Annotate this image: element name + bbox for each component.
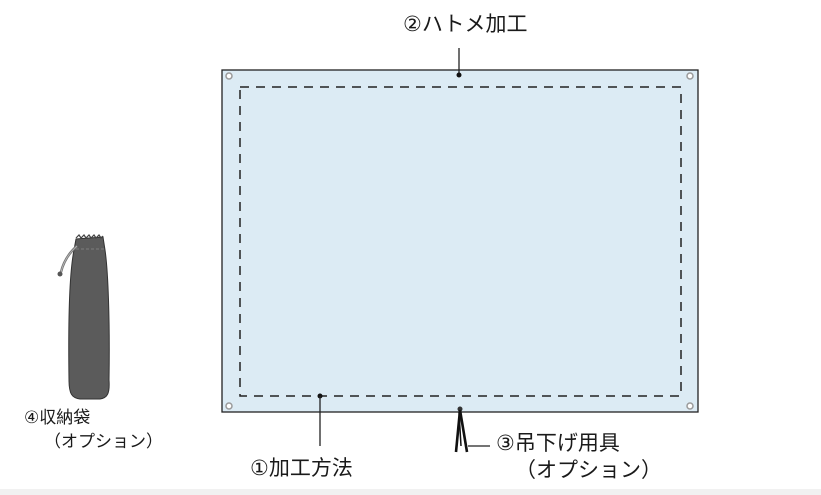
bottom-divider — [0, 489, 821, 495]
banner-sheet — [221, 69, 699, 413]
label-hanging-fixture: ③吊下げ用具 — [496, 431, 620, 455]
storage-bag-icon — [57, 234, 110, 400]
hem-dashed-line — [239, 86, 682, 397]
grommet-icon — [225, 72, 233, 80]
label-storage-bag-note: （オプション） — [44, 432, 163, 452]
label-hanging-fixture-note: （オプション） — [515, 458, 662, 482]
hanging-fixture-icon — [454, 406, 490, 453]
leader-dot-icon — [456, 72, 462, 78]
grommet-icon — [225, 402, 233, 410]
label-finishing-method: ①加工方法 — [250, 456, 353, 480]
label-storage-bag: ④収納袋 — [24, 408, 91, 428]
grommet-icon — [686, 72, 694, 80]
grommet-icon — [686, 402, 694, 410]
label-grommet-processing: ②ハトメ加工 — [403, 12, 528, 36]
